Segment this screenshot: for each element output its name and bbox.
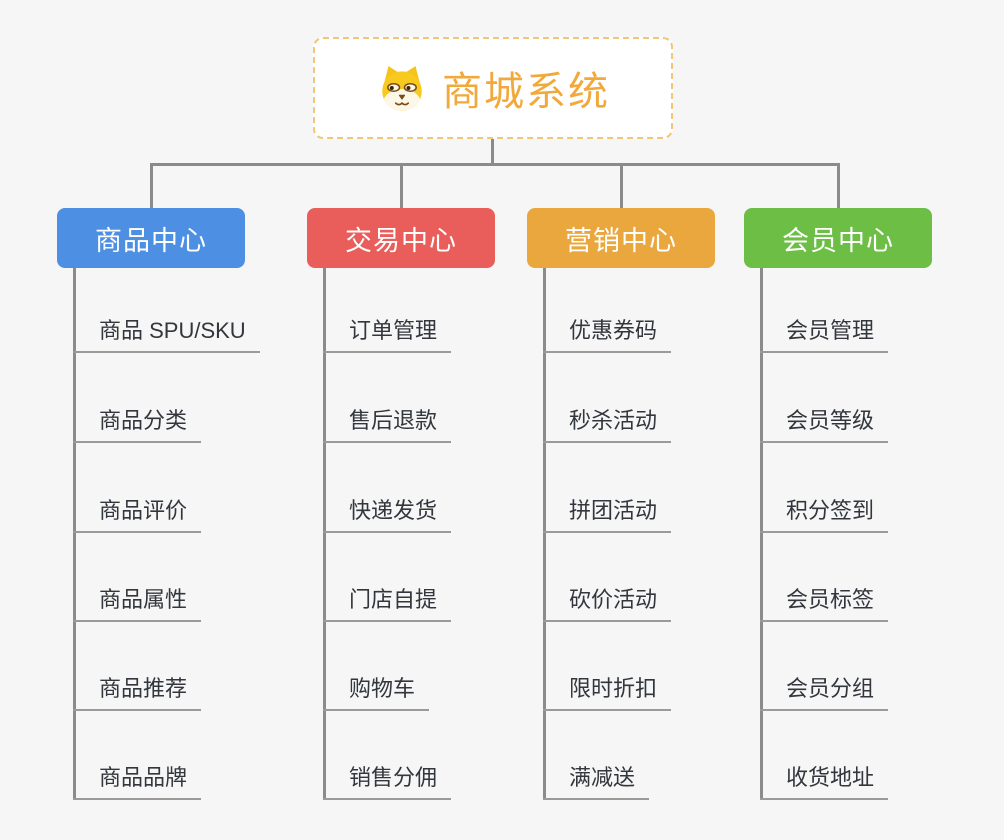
node-item[interactable]: 商品 SPU/SKU [73,318,260,353]
node-item[interactable]: 商品分类 [73,408,202,443]
branch-node-members[interactable]: 会员中心 [744,208,932,268]
node-item[interactable]: 优惠券码 [543,318,672,353]
branch-node-label: 商品中心 [95,225,207,256]
node-item[interactable]: 购物车 [323,676,430,711]
connector-root-stem [491,139,494,165]
branch-column-marketing: 营销中心 优惠券码 秒杀活动 拼团活动 砍价活动 限时折扣 满减送 [527,208,777,808]
node-item[interactable]: 商品评价 [73,498,202,533]
connector-drop-marketing [620,164,623,210]
dog-icon [376,63,428,113]
branch-node-label: 会员中心 [782,225,894,256]
node-item[interactable]: 限时折扣 [543,676,672,711]
branch-node-products[interactable]: 商品中心 [57,208,245,268]
connector-drop-trade [400,164,403,210]
branch-node-label: 营销中心 [565,225,677,256]
node-item[interactable]: 会员标签 [760,587,889,622]
root-node-label: 商城系统 [442,70,610,114]
connector-branch-spine [73,268,76,800]
node-item[interactable]: 会员分组 [760,676,889,711]
node-item[interactable]: 砍价活动 [543,587,672,622]
node-item[interactable]: 商品推荐 [73,676,202,711]
root-node[interactable]: 商城系统 [313,37,673,139]
connector-branch-spine [760,268,763,800]
branch-column-members: 会员中心 会员管理 会员等级 积分签到 会员标签 会员分组 收货地址 [744,208,994,808]
node-item[interactable]: 满减送 [543,765,650,800]
branch-node-label: 交易中心 [345,225,457,256]
node-item[interactable]: 秒杀活动 [543,408,672,443]
connector-branch-spine [323,268,326,800]
node-item[interactable]: 快递发货 [323,498,452,533]
node-item[interactable]: 销售分佣 [323,765,452,800]
connector-drop-products [150,164,153,210]
connector-drop-members [837,164,840,210]
connector-horizontal-bus [150,163,840,166]
node-item[interactable]: 订单管理 [323,318,452,353]
node-item[interactable]: 积分签到 [760,498,889,533]
node-item[interactable]: 会员等级 [760,408,889,443]
node-item[interactable]: 售后退款 [323,408,452,443]
node-item[interactable]: 收货地址 [760,765,889,800]
node-item[interactable]: 会员管理 [760,318,889,353]
node-item[interactable]: 商品属性 [73,587,202,622]
branch-node-trade[interactable]: 交易中心 [307,208,495,268]
branch-column-products: 商品中心 商品 SPU/SKU 商品分类 商品评价 商品属性 商品推荐 商品品牌 [57,208,307,808]
node-item[interactable]: 门店自提 [323,587,452,622]
node-item[interactable]: 拼团活动 [543,498,672,533]
connector-branch-spine [543,268,546,800]
branch-node-marketing[interactable]: 营销中心 [527,208,715,268]
node-item[interactable]: 商品品牌 [73,765,202,800]
branch-column-trade: 交易中心 订单管理 售后退款 快递发货 门店自提 购物车 销售分佣 [307,208,557,808]
